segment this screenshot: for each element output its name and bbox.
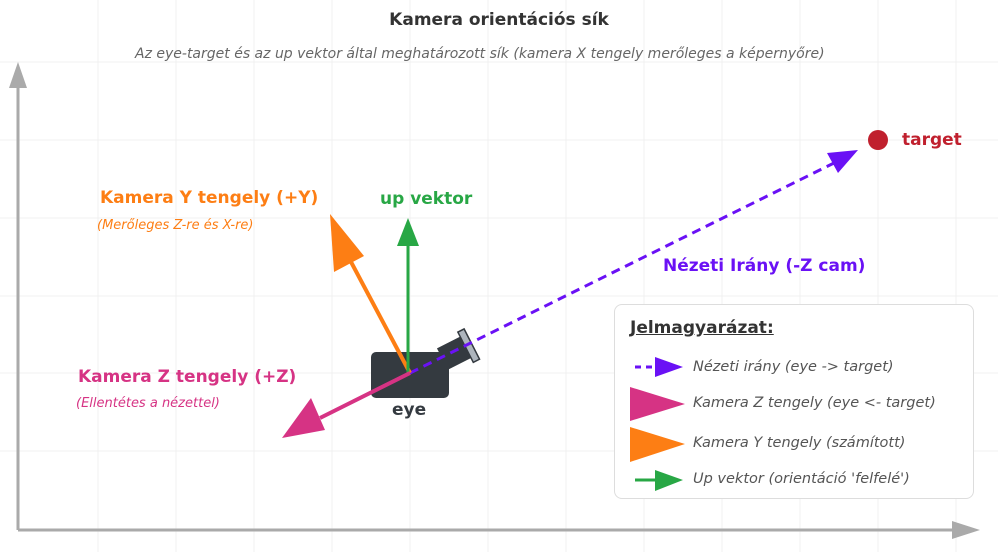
- camera-icon: [371, 327, 481, 398]
- up-vector-swatch-icon: [635, 470, 683, 491]
- view-direction-swatch-icon: [635, 357, 683, 377]
- diagram-subtitle: Az eye-target és az up vektor által megh…: [135, 46, 825, 62]
- view-direction-label: Nézeti Irány (-Z cam): [663, 256, 866, 276]
- axes: [9, 62, 980, 539]
- camera-z-label: Kamera Z tengely (+Z): [78, 367, 297, 387]
- camera-y-swatch-icon: [630, 427, 685, 462]
- camera-z-note: (Ellentétes a nézettel): [76, 396, 220, 411]
- legend-item: Nézeti irány (eye -> target): [693, 359, 894, 375]
- view-direction-arrow: [409, 150, 858, 375]
- legend-item: Up vektor (orientáció 'felfelé'): [693, 471, 910, 487]
- camera-y-axis-arrow: [330, 214, 412, 374]
- camera-z-axis-arrow: [282, 371, 411, 438]
- legend-item: Kamera Y tengely (számított): [693, 435, 906, 451]
- legend-item: Kamera Z tengely (eye <- target): [693, 395, 936, 411]
- camera-y-note: (Merőleges Z-re és X-re): [97, 218, 254, 233]
- up-vector-label: up vektor: [380, 189, 473, 209]
- camera-y-label: Kamera Y tengely (+Y): [100, 188, 319, 208]
- legend-title: Jelmagyarázat:: [630, 318, 774, 338]
- camera-z-swatch-icon: [630, 387, 685, 421]
- diagram-title: Kamera orientációs sík: [389, 10, 609, 30]
- target-label: target: [902, 130, 962, 150]
- legend-swatches: [630, 357, 685, 491]
- legend: Jelmagyarázat: Nézeti irány (eye -> targ…: [614, 304, 974, 499]
- target-point: [868, 130, 888, 150]
- up-vector-arrow: [397, 218, 419, 373]
- eye-label: eye: [392, 400, 427, 420]
